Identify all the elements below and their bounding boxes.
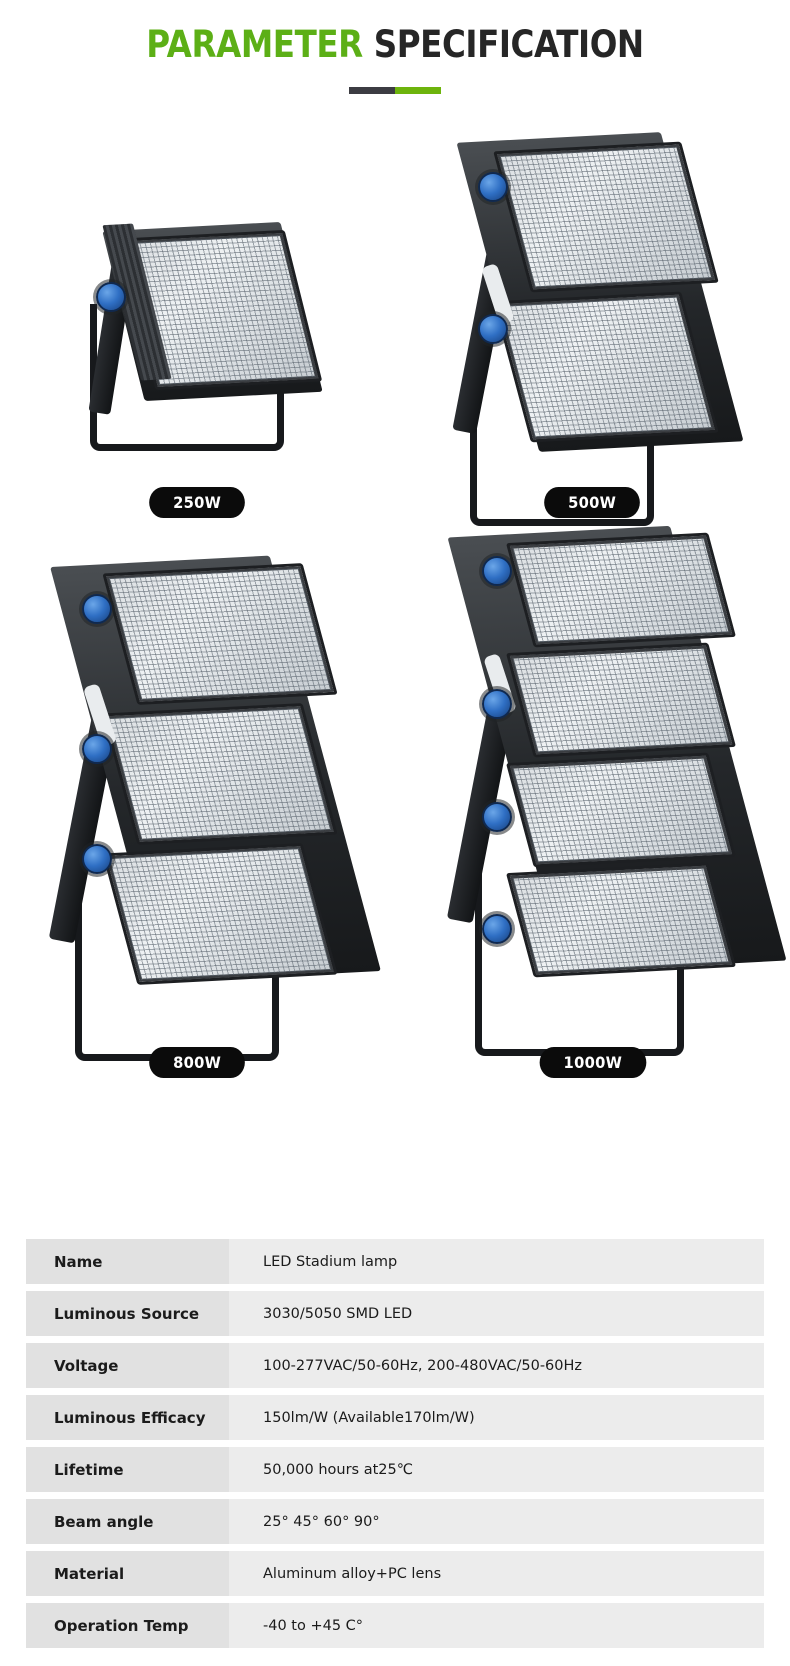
adjust-knob-icon <box>96 282 126 312</box>
adjust-knob-icon <box>478 172 508 202</box>
adjust-knob-icon <box>82 594 112 624</box>
adjust-knob-icon <box>482 802 512 832</box>
product-badge-500w: 500W <box>544 487 641 518</box>
adjust-knob-icon <box>82 844 112 874</box>
spec-label-material: Material <box>26 1551 229 1596</box>
page-title-green: PARAMETER <box>146 23 363 66</box>
table-row: Name LED Stadium lamp <box>26 1239 764 1284</box>
product-image-800w <box>0 524 395 1061</box>
table-row: Luminous Source 3030/5050 SMD LED <box>26 1291 764 1336</box>
spec-label-voltage: Voltage <box>26 1343 229 1388</box>
table-row: Voltage 100-277VAC/50-60Hz, 200-480VAC/5… <box>26 1343 764 1388</box>
page-title: PARAMETER SPECIFICATION <box>47 26 742 63</box>
product-image-1000w <box>395 524 790 1056</box>
divider-segment-dark <box>349 87 395 94</box>
specification-table: Name LED Stadium lamp Luminous Source 30… <box>26 1239 764 1648</box>
spec-label-operation-temp: Operation Temp <box>26 1603 229 1648</box>
spec-value-operation-temp: -40 to +45 C° <box>229 1603 764 1648</box>
table-row: Material Aluminum alloy+PC lens <box>26 1551 764 1596</box>
product-item-800w: 800W <box>0 524 395 1084</box>
product-gallery: 250W 500W <box>0 104 790 1084</box>
product-badge-250w: 250W <box>149 487 246 518</box>
adjust-knob-icon <box>82 734 112 764</box>
product-badge-800w: 800W <box>149 1047 246 1078</box>
spec-value-beam-angle: 25° 45° 60° 90° <box>229 1499 764 1544</box>
spec-value-material: Aluminum alloy+PC lens <box>229 1551 764 1596</box>
adjust-knob-icon <box>482 914 512 944</box>
adjust-knob-icon <box>482 556 512 586</box>
product-badge-1000w: 1000W <box>539 1047 646 1078</box>
spec-label-name: Name <box>26 1239 229 1284</box>
product-item-1000w: 1000W <box>395 524 790 1084</box>
title-divider <box>349 87 441 94</box>
spec-label-luminous-source: Luminous Source <box>26 1291 229 1336</box>
spec-value-lifetime: 50,000 hours at25℃ <box>229 1447 764 1492</box>
spec-label-lifetime: Lifetime <box>26 1447 229 1492</box>
table-row: Operation Temp -40 to +45 C° <box>26 1603 764 1648</box>
table-row: Luminous Efficacy 150lm/W (Available170l… <box>26 1395 764 1440</box>
table-row: Lifetime 50,000 hours at25℃ <box>26 1447 764 1492</box>
product-item-250w: 250W <box>0 104 395 524</box>
page-header: PARAMETER SPECIFICATION <box>0 0 790 94</box>
adjust-knob-icon <box>482 689 512 719</box>
product-image-500w <box>395 104 790 526</box>
spec-value-name: LED Stadium lamp <box>229 1239 764 1284</box>
product-image-250w <box>0 104 395 487</box>
spec-value-luminous-efficacy: 150lm/W (Available170lm/W) <box>229 1395 764 1440</box>
spec-value-voltage: 100-277VAC/50-60Hz, 200-480VAC/50-60Hz <box>229 1343 764 1388</box>
divider-segment-green <box>395 87 441 94</box>
spec-label-beam-angle: Beam angle <box>26 1499 229 1544</box>
page-title-dark: SPECIFICATION <box>373 23 644 66</box>
spec-label-luminous-efficacy: Luminous Efficacy <box>26 1395 229 1440</box>
product-item-500w: 500W <box>395 104 790 526</box>
adjust-knob-icon <box>478 314 508 344</box>
table-row: Beam angle 25° 45° 60° 90° <box>26 1499 764 1544</box>
spec-value-luminous-source: 3030/5050 SMD LED <box>229 1291 764 1336</box>
